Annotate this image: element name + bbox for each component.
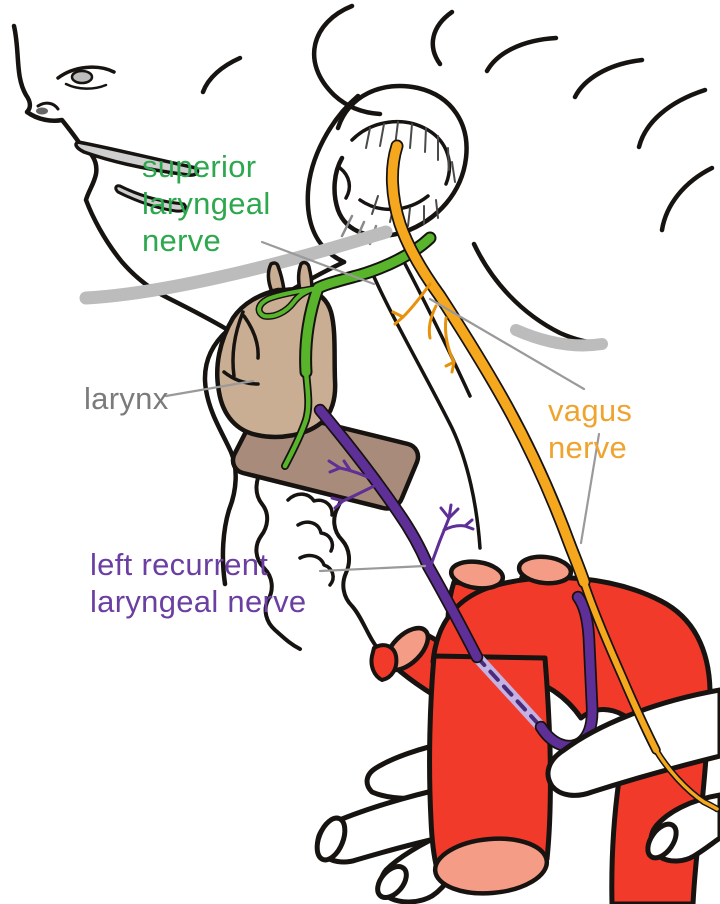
vessel-cut-end xyxy=(645,821,679,861)
leader-recurrent xyxy=(318,564,427,573)
hair-stroke xyxy=(636,87,708,150)
superior-laryngeal-nerve-art xyxy=(255,231,437,470)
ear xyxy=(332,83,469,246)
hatch-line xyxy=(435,199,439,219)
superior-laryngeal-nerve-strand xyxy=(282,369,311,469)
hair-stroke xyxy=(311,3,383,117)
hair-stroke xyxy=(484,35,559,74)
nerve-twig xyxy=(338,466,378,483)
recurrent-laryngeal-nerve-loop xyxy=(471,590,599,753)
hatch-line xyxy=(409,123,413,149)
leader-superior-laryngeal xyxy=(260,240,376,286)
nostril xyxy=(36,101,60,111)
nerve-twigs xyxy=(327,459,475,567)
superior-laryngeal-nerve-main xyxy=(301,233,435,377)
vessel-tip xyxy=(369,643,399,682)
nerve-twig xyxy=(429,516,451,567)
nerve-twig xyxy=(327,459,352,474)
neck-back-line xyxy=(471,241,604,346)
hatch-line xyxy=(447,147,450,171)
nerve-twig xyxy=(427,304,438,340)
nerve-twig xyxy=(442,518,475,532)
tissue-lump xyxy=(286,492,334,517)
hatch-line xyxy=(407,207,411,227)
nerve-hidden-dashes xyxy=(475,655,543,729)
eye-outline xyxy=(56,65,116,80)
ear-outline xyxy=(332,83,469,239)
label-line: nerve xyxy=(142,223,222,258)
leader-lines xyxy=(164,240,601,573)
upper-lip xyxy=(74,140,200,177)
hair-stroke xyxy=(430,9,455,67)
trachea-outline xyxy=(254,465,302,651)
neck-muscle-line xyxy=(368,266,482,550)
label-vagus-nerve: vagus nerve xyxy=(548,393,633,465)
recurrent-nerve-trunk xyxy=(315,405,482,662)
jaw-shadow-stroke xyxy=(79,225,393,305)
leader-vagus-lower xyxy=(579,432,601,545)
recurrent-laryngeal-nerve-trunk xyxy=(313,403,484,664)
artery-cut-face xyxy=(516,554,574,586)
lower-lip xyxy=(114,184,188,213)
hatch-line xyxy=(424,127,427,153)
larynx-crease xyxy=(231,310,245,378)
hair-stroke xyxy=(659,165,715,233)
shoulder-shadow-stroke xyxy=(510,324,608,352)
artery-cut-face xyxy=(448,559,506,591)
vessel-cut-end xyxy=(375,864,409,900)
nerve-twig xyxy=(444,360,456,374)
vessel-cut-end xyxy=(314,815,348,863)
vagus-nerve-lower xyxy=(581,579,659,753)
hatch-line xyxy=(451,161,456,183)
vagus-nerve-art xyxy=(385,139,720,813)
tissue-lump xyxy=(296,520,335,553)
label-left-recurrent-laryngeal-nerve: left recurrent laryngeal nerve xyxy=(90,546,306,620)
pulmonary-artery xyxy=(545,687,720,864)
hatch-line xyxy=(371,195,379,215)
label-larynx: larynx xyxy=(84,381,169,416)
eye-iris xyxy=(70,69,94,85)
vagus-nerve-tip xyxy=(654,748,719,811)
head-outline xyxy=(11,3,715,660)
label-line: laryngeal nerve xyxy=(90,584,307,619)
nerve-twig xyxy=(391,310,405,326)
nerve-twig xyxy=(330,496,345,510)
larynx-horn xyxy=(266,261,286,294)
leader-vagus-upper xyxy=(428,297,586,391)
eye-outline xyxy=(64,82,108,90)
larynx-crease xyxy=(222,370,260,386)
leader-larynx xyxy=(164,379,255,398)
face-profile xyxy=(11,23,238,587)
ear-tragus xyxy=(338,166,352,200)
recurrent-nerve-under-arch xyxy=(536,592,597,751)
neck-muscle-line xyxy=(400,256,472,398)
temple-line xyxy=(200,55,243,95)
nerve-twig xyxy=(401,282,432,319)
label-superior-laryngeal-nerve: superior laryngeal nerve xyxy=(142,148,271,259)
label-line: superior xyxy=(142,149,257,184)
tissue-lump xyxy=(298,553,335,587)
hair-stroke xyxy=(572,57,645,100)
nerve-twig xyxy=(444,316,456,364)
label-line: laryngeal xyxy=(142,186,271,221)
label-line: left recurrent xyxy=(90,547,269,582)
nerve-twig xyxy=(439,503,460,520)
hatch-line xyxy=(340,214,354,238)
hatch-line xyxy=(365,127,371,149)
vagus-nerve-main xyxy=(387,141,589,587)
nostril xyxy=(36,107,48,115)
hatch-line xyxy=(379,123,385,147)
white-vessel xyxy=(545,687,720,798)
artery-cut-face xyxy=(432,836,550,896)
nerve-twig xyxy=(341,484,376,503)
superior-laryngeal-nerve-loop xyxy=(257,286,320,319)
vagus-twigs xyxy=(391,282,456,374)
larynx-crease xyxy=(242,314,260,360)
larynx-horn xyxy=(296,260,314,292)
